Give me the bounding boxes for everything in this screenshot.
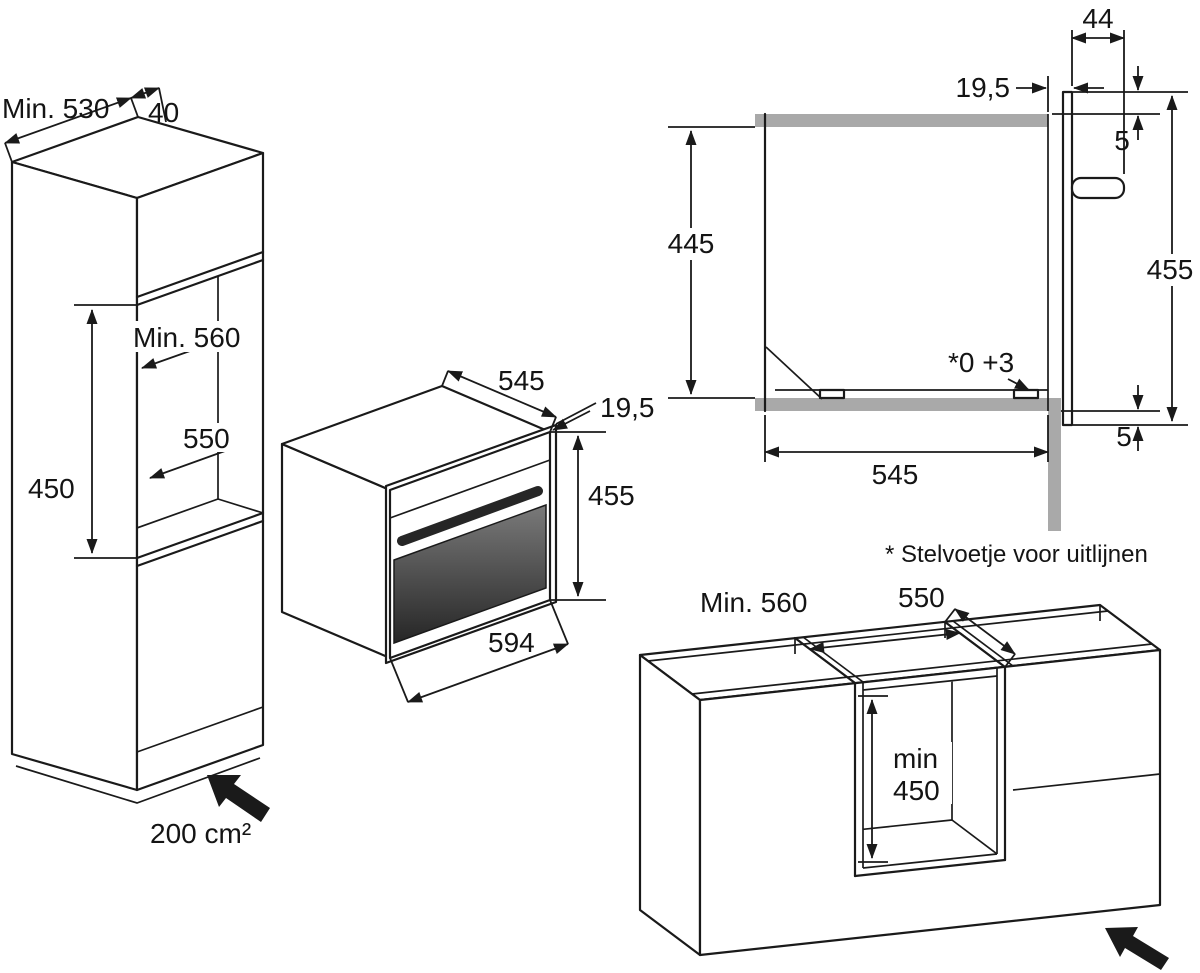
niche-width-label: Min. 560	[133, 322, 240, 353]
dim-oven-protrusion: 19,5	[552, 392, 655, 431]
dim-base-niche-width: Min. 560	[700, 587, 1006, 684]
dim-niche-height: 450	[28, 304, 137, 559]
dim-oven-width: 594	[389, 599, 569, 703]
control-panel-seam	[389, 459, 551, 519]
dim-inner-height: 445	[662, 126, 755, 399]
base-niche-width-label: Min. 560	[700, 587, 807, 618]
dim-front-height: 455	[1073, 95, 1198, 426]
dim-oven-depth: 545	[441, 365, 557, 433]
cable-deflector	[765, 346, 823, 400]
base-ventilation-arrow-icon	[1105, 927, 1169, 970]
levelling-range-label: *0 +3	[948, 347, 1014, 378]
base-niche-depth-label: 550	[898, 582, 945, 613]
dim-bottom-clearance: 5	[1061, 385, 1160, 452]
rear-gap-label: 40	[148, 97, 179, 128]
section-top-panel	[755, 114, 1048, 127]
section-bottom-panel	[755, 398, 1061, 411]
section-depth-label: 545	[872, 459, 919, 490]
ventilation-arrow-icon	[207, 775, 270, 822]
top-clearance-label: 5	[1114, 125, 1130, 156]
base-cabinet-isometric: Min. 560 550 min 450	[638, 582, 1169, 970]
drawer-seam	[1012, 773, 1161, 791]
door-protrusion-label: 19,5	[956, 72, 1011, 103]
dim-niche-width: Min. 560	[130, 321, 260, 369]
bottom-clearance-label: 5	[1116, 421, 1132, 452]
floor-shadow	[15, 757, 261, 804]
oven-door-section	[1061, 90, 1074, 427]
adjustable-foot-rear	[818, 388, 846, 400]
niche-top-inner	[135, 258, 265, 307]
section-view: 44 19,5 5 445 455	[662, 3, 1198, 568]
oven-door-glass	[393, 503, 547, 645]
door-handle-section	[1070, 176, 1126, 200]
oven-depth-label: 545	[498, 365, 545, 396]
dim-oven-height: 455	[550, 431, 635, 601]
section-front-lower-panel	[1048, 411, 1061, 531]
inner-height-label: 445	[668, 228, 715, 259]
base-niche-height-value: 450	[893, 775, 940, 806]
footnote-text: * Stelvoetje voor uitlijnen	[885, 541, 1148, 568]
base-niche-height-word: min	[893, 743, 938, 774]
handle-distance-label: 44	[1082, 3, 1113, 34]
dim-cabinet-depth: Min. 530	[2, 93, 139, 163]
dim-rear-gap: 40	[130, 87, 179, 128]
oven-protrusion-label: 19,5	[600, 392, 655, 423]
base-side-face	[638, 653, 702, 957]
ventilation-area-label: 200 cm²	[150, 818, 251, 849]
tall-cabinet-isometric: Min. 530 40 Min. 560 550 450 200 c	[2, 87, 270, 849]
niche-bottom-outer	[135, 519, 265, 568]
dim-base-niche-depth: 550	[898, 582, 1016, 668]
niche-depth-label: 550	[183, 423, 230, 454]
front-height-label: 455	[1147, 254, 1194, 285]
dim-section-depth: 545	[764, 415, 1049, 490]
dim-door-protrusion: 19,5	[956, 72, 1104, 112]
dim-levelling-range: *0 +3	[948, 347, 1030, 391]
oven-isometric: 545 19,5 455 594	[280, 365, 655, 703]
dim-niche-depth: 550	[149, 423, 258, 479]
oven-width-label: 594	[488, 627, 535, 658]
niche-bottom-inner	[135, 511, 265, 560]
niche-height-label: 450	[28, 473, 75, 504]
dim-handle-distance: 44	[1071, 3, 1125, 174]
oven-height-label: 455	[588, 480, 635, 511]
adjustable-foot-front	[1012, 388, 1040, 400]
niche-top-outer	[135, 250, 265, 299]
cabinet-depth-label: Min. 530	[2, 93, 109, 124]
plinth-seam	[136, 706, 264, 753]
dim-base-niche-height: min 450	[858, 695, 952, 863]
cabinet-front-face	[135, 151, 265, 792]
dim-top-clearance: 5	[1052, 66, 1188, 156]
oven-handle	[397, 486, 543, 546]
